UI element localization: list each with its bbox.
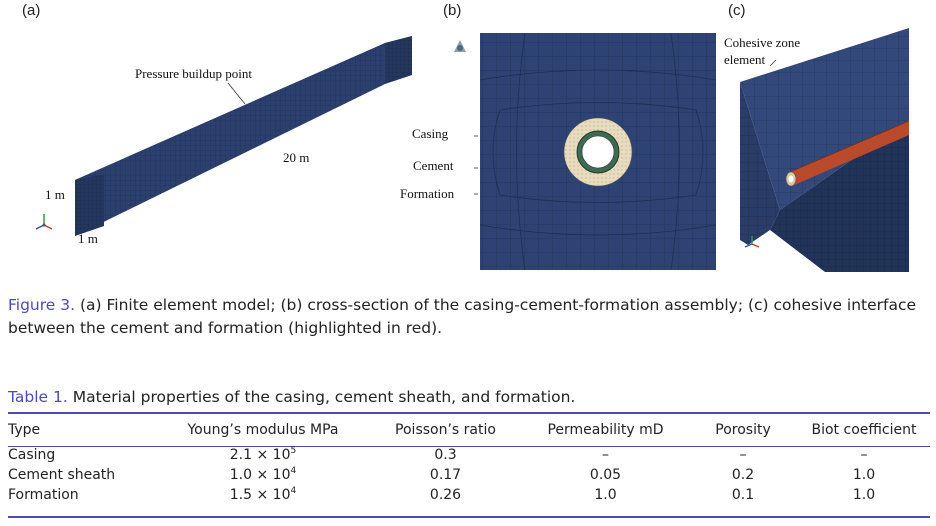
cell-permeability: – <box>602 447 609 463</box>
cohesive-zone-label: Cohesive zone <box>724 35 801 50</box>
beam-end-face <box>75 174 104 236</box>
cell-poisson: 0.17 <box>429 467 462 483</box>
block-slope-face <box>740 82 780 245</box>
cell-biot: 1.0 <box>852 467 876 483</box>
cell-modulus: 2.1 × 105 <box>229 446 297 464</box>
view-orientation-icon <box>454 40 466 52</box>
table-caption: Table 1. Material properties of the casi… <box>8 386 930 409</box>
cell-type: Formation <box>8 487 79 503</box>
cell-type: Casing <box>8 447 56 463</box>
header-biot: Biot coefficient <box>811 422 917 438</box>
cell-type: Cement sheath <box>8 467 116 483</box>
cohesive-interface-pipe <box>790 121 909 186</box>
cell-permeability: 0.05 <box>589 467 622 483</box>
table-row: Casing 2.1 × 105 0.3 – – – <box>8 445 930 465</box>
beam-front-face <box>75 43 385 236</box>
width-label: 1 m <box>78 231 98 246</box>
panel-label-a: (a) <box>22 2 41 19</box>
cell-modulus: 1.0 × 104 <box>229 466 297 484</box>
table-row: Cement sheath 1.0 × 104 0.17 0.05 0.2 1.… <box>8 465 930 485</box>
figure-caption-text: (a) Finite element model; (b) cross-sect… <box>8 296 917 337</box>
cell-biot: – <box>860 447 868 463</box>
casing-label: Casing <box>412 126 449 141</box>
table-top-rule <box>8 412 930 414</box>
block-top-face <box>740 28 909 210</box>
header-permeability: Permeability mD <box>547 422 664 438</box>
cell-poisson: 0.3 <box>434 447 457 463</box>
panel-label-b: (b) <box>443 2 462 19</box>
header-type: Type <box>8 422 41 438</box>
axis-triad-c-icon <box>744 236 760 248</box>
material-properties-table: Type Young’s modulus MPa Poisson’s ratio… <box>8 422 930 505</box>
pressure-buildup-label: Pressure buildup point <box>135 66 252 81</box>
panel-a-beam-model <box>35 36 412 236</box>
table-header-row: Type Young’s modulus MPa Poisson’s ratio… <box>8 422 930 439</box>
block-front-face <box>770 120 909 272</box>
cell-permeability: 1.0 <box>594 487 617 503</box>
cell-biot: 1.0 <box>852 487 876 503</box>
table-row: Formation 1.5 × 104 0.26 1.0 0.1 1.0 <box>8 485 930 505</box>
figure-caption: Figure 3. (a) Finite element model; (b) … <box>8 294 930 340</box>
header-poisson: Poisson’s ratio <box>395 422 496 438</box>
table-bottom-rule <box>8 516 930 518</box>
table-caption-lead: Table 1. <box>8 388 68 406</box>
beam-right-face <box>385 36 412 84</box>
header-porosity: Porosity <box>715 422 771 438</box>
figure-caption-lead: Figure 3. <box>8 296 76 314</box>
panel-b-cross-section <box>454 32 717 271</box>
formation-label: Formation <box>400 186 455 201</box>
cell-porosity: 0.2 <box>731 467 755 483</box>
cell-porosity: 0.1 <box>731 487 755 503</box>
axis-triad-icon <box>35 214 53 230</box>
table-header-rule <box>8 446 930 447</box>
length-label: 20 m <box>283 150 310 165</box>
cohesive-element-label: element <box>724 52 766 67</box>
height-label: 1 m <box>45 187 65 202</box>
header-youngs-modulus: Young’s modulus MPa <box>187 422 339 438</box>
cell-modulus: 1.5 × 104 <box>229 486 297 504</box>
cell-poisson: 0.26 <box>429 487 462 503</box>
panel-c-cohesive-interface <box>740 28 910 272</box>
cement-label: Cement <box>413 158 454 173</box>
cell-porosity: – <box>739 447 747 463</box>
wellbore-hole <box>581 135 615 169</box>
panel-label-c: (c) <box>728 2 746 19</box>
table-caption-text: Material properties of the casing, cemen… <box>67 388 576 406</box>
